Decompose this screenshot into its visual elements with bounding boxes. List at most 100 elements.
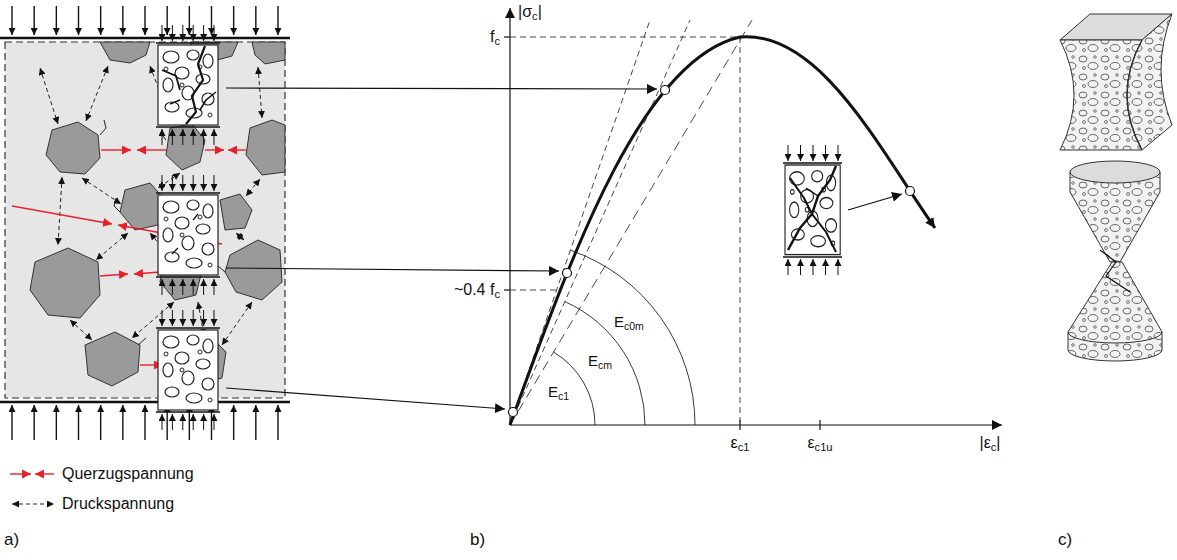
load-arrow	[214, 175, 215, 191]
legend-text: Querzugspannung	[62, 464, 194, 483]
modulus-arc	[565, 302, 645, 425]
load-arrow	[162, 310, 163, 326]
load-arrow	[233, 405, 234, 440]
guide-line	[510, 20, 752, 425]
cylinder-failure	[1068, 332, 1162, 343]
aggregate	[246, 120, 285, 175]
load-arrow	[78, 6, 79, 35]
stress-strain-curve	[661, 86, 670, 95]
legend-sample-tension	[35, 473, 54, 474]
compression-arrow	[158, 173, 180, 188]
axis	[819, 420, 820, 430]
micro-crack	[138, 338, 146, 345]
compression-arrow	[40, 68, 58, 124]
axis	[504, 8, 1002, 430]
load-arrow	[172, 414, 173, 430]
transverse-tension-arrow	[101, 149, 131, 150]
micro-crack	[160, 132, 166, 140]
load-arrow	[166, 6, 167, 35]
load-arrow	[214, 129, 215, 145]
load-arrow	[182, 414, 183, 430]
transverse-tension-arrow	[228, 149, 246, 150]
load-arrow	[825, 259, 826, 275]
panel-letter: a)	[4, 530, 19, 550]
micro-crack	[114, 198, 120, 212]
load-arrow	[211, 6, 212, 35]
load-arrow	[788, 145, 789, 161]
compression-arrow	[246, 179, 260, 196]
load-arrow	[189, 6, 190, 35]
load-arrow	[813, 259, 814, 275]
compression-arrow	[58, 177, 62, 245]
load-arrow	[203, 25, 204, 41]
legend-sample-tension	[10, 473, 54, 474]
load-arrow	[100, 405, 101, 440]
load-arrow	[156, 126, 220, 128]
load-arrow	[255, 6, 256, 35]
compression-arrow	[86, 66, 108, 121]
load-arrow	[162, 129, 163, 145]
aggregate	[85, 332, 140, 386]
load-arrow	[156, 25, 842, 430]
crack	[200, 92, 216, 110]
axis-label: |εc|	[979, 433, 1000, 452]
stress-strain-curve	[563, 269, 572, 278]
axis	[510, 424, 1002, 425]
load-arrow	[172, 175, 173, 191]
axis-label: |σc|	[518, 2, 542, 21]
load-arrow	[156, 327, 220, 329]
load-arrow	[203, 414, 204, 430]
transverse-tension-arrow	[137, 149, 166, 150]
load-arrow	[277, 6, 278, 35]
load-arrow	[56, 405, 57, 440]
load-arrow	[12, 6, 278, 440]
modulus-arc	[571, 250, 696, 425]
load-arrow	[162, 414, 163, 430]
load-arrow	[203, 175, 204, 191]
crack	[193, 214, 198, 220]
value-label: ~0.4 fc	[454, 280, 500, 299]
load-arrow	[162, 25, 163, 41]
load-arrow	[56, 6, 57, 35]
load-arrow	[800, 259, 801, 275]
modulus-label: Ecm	[588, 352, 612, 370]
stress-strain-curve	[510, 37, 935, 425]
load-arrow	[193, 414, 194, 430]
stress-strain-curve	[509, 37, 936, 425]
load-arrow	[193, 310, 194, 326]
load-arrow	[172, 310, 173, 326]
specimen	[158, 45, 218, 410]
load-arrow	[156, 276, 220, 278]
load-arrow	[788, 259, 789, 275]
state-arrow	[848, 194, 902, 210]
axis	[504, 36, 510, 37]
cube-failure	[1127, 40, 1142, 150]
load-arrow	[172, 25, 173, 41]
aggregate	[166, 124, 205, 170]
transverse-tension-arrow	[12, 206, 112, 224]
load-arrow	[277, 405, 278, 440]
load-arrow	[193, 25, 194, 41]
load-arrow	[172, 279, 173, 295]
load-arrow	[233, 6, 234, 35]
aggregate	[100, 42, 150, 63]
legend-sample-compression	[12, 504, 54, 505]
compression-arrow	[82, 178, 121, 204]
guide-line	[510, 20, 690, 425]
modulus-label: Ec1	[548, 383, 569, 401]
load-arrow	[182, 25, 183, 41]
load-arrow	[193, 279, 194, 295]
load-arrow	[193, 129, 194, 145]
modulus-label: Ec0m	[614, 313, 644, 331]
load-arrow	[214, 25, 215, 41]
aggregate	[225, 240, 282, 300]
load-arrow	[203, 279, 204, 295]
cylinder-failure	[1068, 161, 1162, 361]
load-arrow	[122, 6, 123, 35]
panel-letter: c)	[1058, 530, 1072, 550]
load-arrow	[156, 411, 220, 413]
load-arrow	[214, 310, 215, 326]
crack	[170, 100, 180, 104]
aggregate	[220, 194, 252, 230]
compression-arrow	[258, 67, 262, 118]
